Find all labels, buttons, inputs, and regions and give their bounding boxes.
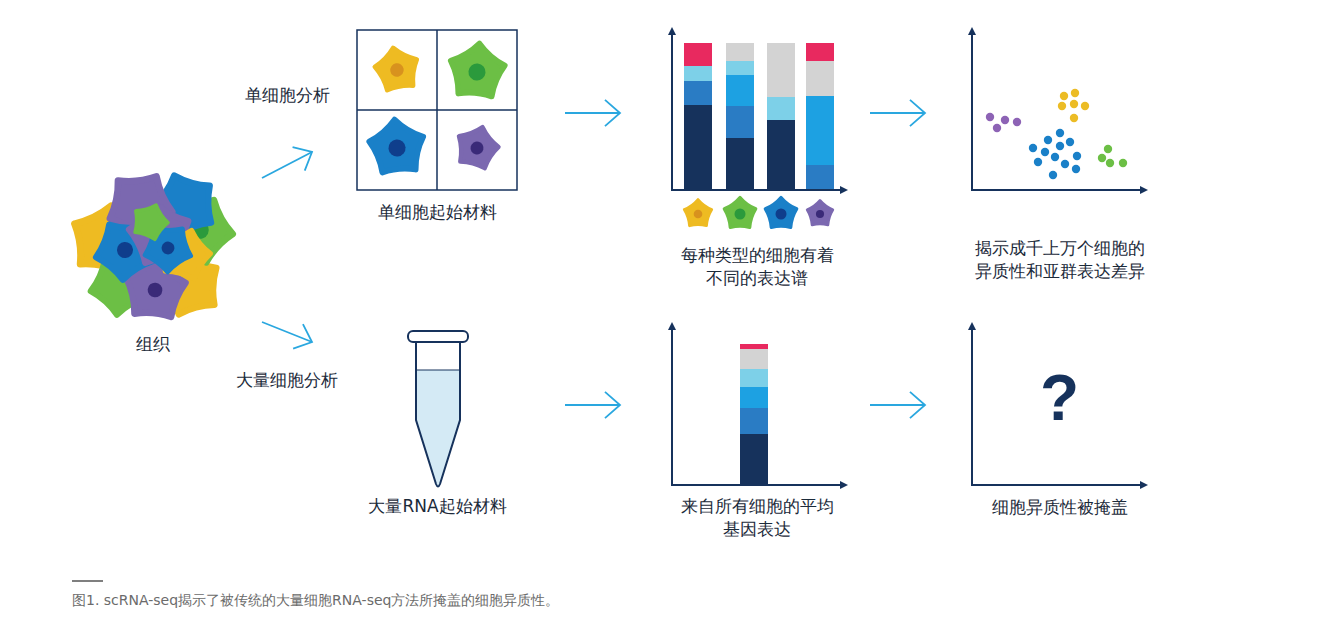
panel: 每种类型的细胞有着 不同的表达谱 bbox=[662, 25, 852, 294]
arrow-head bbox=[910, 100, 925, 126]
question-mark: ? bbox=[962, 366, 1157, 430]
arrow-shaft bbox=[565, 112, 620, 114]
scatter-plot bbox=[968, 27, 1148, 194]
average-bar-chart bbox=[668, 322, 848, 489]
panel-caption: 每种类型的细胞有着 不同的表达谱 bbox=[675, 244, 838, 290]
edge-label: 大量细胞分析 bbox=[233, 368, 341, 392]
arrow-shaft bbox=[262, 152, 312, 178]
arrow-head bbox=[605, 392, 620, 418]
arrow-head bbox=[293, 324, 312, 348]
stacked-bar-chart bbox=[668, 27, 848, 227]
panel-caption: 揭示成千上万个细胞的 异质性和亚群表达差异 bbox=[969, 237, 1149, 283]
edge-label: 单细胞分析 bbox=[242, 83, 333, 107]
panel: 单细胞起始材料 bbox=[352, 25, 522, 228]
tissue-cluster bbox=[68, 161, 242, 321]
arrow-shaft bbox=[262, 322, 312, 342]
panel-caption: 大量RNA起始材料 bbox=[365, 495, 510, 518]
panel: ? 细胞异质性被掩盖 bbox=[962, 320, 1157, 535]
flow-arrow bbox=[262, 147, 312, 178]
panel-caption: 来自所有细胞的平均 基因表达 bbox=[675, 495, 838, 541]
sample-tube bbox=[408, 331, 468, 487]
arrow-shaft bbox=[870, 112, 925, 114]
arrow-shaft bbox=[565, 404, 620, 406]
arrow-head bbox=[910, 392, 925, 418]
flow-arrow bbox=[870, 100, 925, 126]
panel: 大量RNA起始材料 bbox=[365, 325, 510, 522]
panel-caption: 细胞异质性被掩盖 bbox=[962, 496, 1157, 519]
flow-arrow bbox=[565, 100, 620, 126]
arrow-head bbox=[605, 100, 620, 126]
flow-arrow bbox=[565, 392, 620, 418]
panel: 来自所有细胞的平均 基因表达 bbox=[662, 320, 852, 545]
single-cell-grid bbox=[357, 30, 517, 190]
panel: 揭示成千上万个细胞的 异质性和亚群表达差异 bbox=[962, 25, 1157, 290]
panel-caption: 单细胞起始材料 bbox=[352, 201, 522, 224]
flow-arrow bbox=[262, 322, 312, 349]
flow-arrow bbox=[870, 392, 925, 418]
figure-caption: 图1. scRNA-seq揭示了被传统的大量细胞RNA-seq方法所掩盖的细胞异… bbox=[72, 592, 559, 610]
arrow-shaft bbox=[870, 404, 925, 406]
panel: 组织 bbox=[70, 170, 235, 360]
caption-rule bbox=[72, 580, 103, 582]
arrow-head bbox=[293, 147, 312, 170]
panel-caption: 组织 bbox=[70, 333, 235, 356]
